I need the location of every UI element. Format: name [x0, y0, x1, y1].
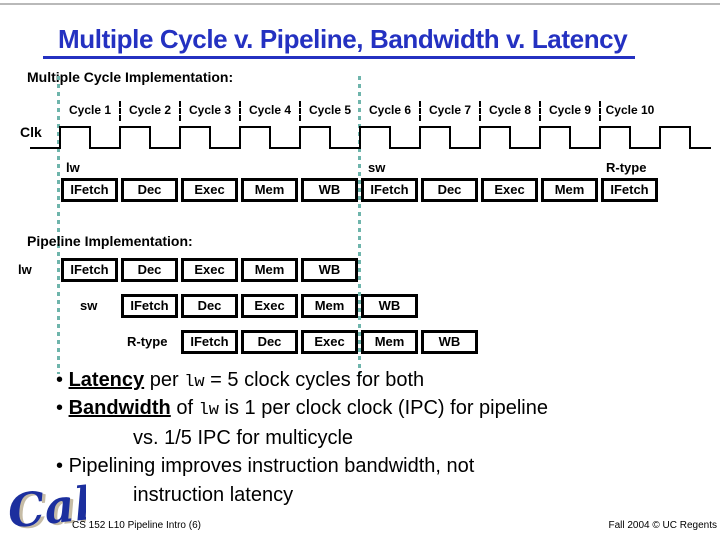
cycle-label: Cycle 6 — [368, 103, 412, 117]
pipeline-stage-box: Mem — [361, 330, 418, 354]
cycle-separator-dash — [539, 101, 541, 121]
pipeline-stage-box: IFetch — [121, 294, 178, 318]
slide-top-edge — [0, 3, 720, 5]
bullet-text-segment: is 1 per clock clock (IPC) for pipeline — [218, 397, 548, 419]
pipeline-stage-box: WB — [421, 330, 478, 354]
footer-copyright: Fall 2004 © UC Regents — [608, 520, 717, 531]
pipeline-row-label-sw: sw — [80, 298, 98, 313]
pipeline-stage-box: Dec — [121, 258, 178, 282]
bullet-text-segment: lw — [198, 401, 219, 420]
pipeline-stage-box: Exec — [241, 294, 298, 318]
multicycle-stage-box: Dec — [121, 178, 178, 202]
cycle-label: Cycle 5 — [308, 103, 352, 117]
cal-logo-text: Cal — [5, 477, 86, 539]
bullet-line: • Pipelining improves instruction bandwi… — [56, 455, 474, 478]
bullet-glyph: • — [56, 397, 69, 419]
cycle-label: Cycle 10 — [605, 103, 655, 117]
multicycle-stage-box: IFetch — [601, 178, 658, 202]
cycle-label: Cycle 9 — [548, 103, 592, 117]
cycle-label: Cycle 7 — [428, 103, 472, 117]
pipeline-stage-box: Dec — [181, 294, 238, 318]
multicycle-stage-box: Mem — [241, 178, 298, 202]
multicycle-heading: Multiple Cycle Implementation: — [27, 69, 234, 85]
pipeline-row-label-lw: lw — [18, 262, 32, 277]
cycle-separator-dash — [419, 101, 421, 121]
instruction-label-r-type: R-type — [606, 160, 647, 175]
cycle-label: Cycle 2 — [128, 103, 172, 117]
instruction-label-sw: sw — [368, 160, 386, 175]
cycle-label: Cycle 4 — [248, 103, 292, 117]
pipeline-stage-box: IFetch — [61, 258, 118, 282]
cycle-separator-dash — [239, 101, 241, 121]
bullet-line: • Bandwidth of lw is 1 per clock clock (… — [56, 397, 548, 420]
pipeline-stage-box: Mem — [301, 294, 358, 318]
bullet-glyph: • — [56, 369, 69, 391]
bullet-continuation-line: instruction latency — [133, 484, 293, 507]
bullet-text-segment: Latency — [68, 369, 145, 391]
bullet-text-segment: instruction latency — [133, 484, 294, 506]
bullet-text-segment: of — [170, 397, 199, 419]
cycle-separator-dash — [299, 101, 301, 121]
pipeline-stage-box: Mem — [241, 258, 298, 282]
cycle-separator-dash — [599, 101, 601, 121]
pipeline-heading: Pipeline Implementation: — [27, 233, 193, 249]
bullet-text-segment: Pipelining improves instruction bandwidt… — [68, 455, 475, 477]
pipeline-stage-box: Exec — [301, 330, 358, 354]
pipeline-stage-box: IFetch — [181, 330, 238, 354]
bullet-glyph: • — [56, 455, 69, 477]
bullet-continuation-line: vs. 1/5 IPC for multicycle — [133, 427, 353, 450]
bullet-text-segment: lw — [184, 373, 205, 392]
footer-course-label: CS 152 L10 Pipeline Intro (6) — [72, 520, 201, 531]
pipeline-stage-box: Exec — [181, 258, 238, 282]
clk-label: Clk — [20, 124, 42, 140]
bullet-text-segment: = 5 clock cycles for both — [204, 369, 425, 391]
cycle-separator-dash — [119, 101, 121, 121]
cycle-label: Cycle 1 — [68, 103, 112, 117]
bullet-text-segment: per — [144, 369, 185, 391]
cycle-label: Cycle 3 — [188, 103, 232, 117]
bullet-text-segment: vs. 1/5 IPC for multicycle — [133, 427, 354, 449]
cycle-separator-dash — [479, 101, 481, 121]
cal-logo-shadow-text: Cal — [8, 478, 86, 540]
pipeline-row-label-r-type: R-type — [127, 334, 168, 349]
multicycle-stage-box: Exec — [181, 178, 238, 202]
multicycle-stage-box: WB — [301, 178, 358, 202]
cal-logo: Cal Cal — [5, 477, 86, 540]
pipeline-stage-box: WB — [301, 258, 358, 282]
multicycle-stage-box: Dec — [421, 178, 478, 202]
bullet-text-segment: Bandwidth — [68, 397, 171, 419]
bullet-line: • Latency per lw = 5 clock cycles for bo… — [56, 369, 424, 392]
cycle-separator-dash — [179, 101, 181, 121]
multicycle-stage-box: IFetch — [361, 178, 418, 202]
lw-start-divider-line — [57, 76, 60, 374]
multicycle-stage-box: IFetch — [61, 178, 118, 202]
page-title: Multiple Cycle v. Pipeline, Bandwidth v.… — [43, 24, 636, 59]
instruction-label-lw: lw — [66, 160, 80, 175]
multicycle-stage-box: Mem — [541, 178, 598, 202]
sw-start-divider-line — [358, 76, 361, 374]
cycle-label: Cycle 8 — [488, 103, 532, 117]
pipeline-stage-box: WB — [361, 294, 418, 318]
pipeline-stage-box: Dec — [241, 330, 298, 354]
multicycle-stage-box: Exec — [481, 178, 538, 202]
